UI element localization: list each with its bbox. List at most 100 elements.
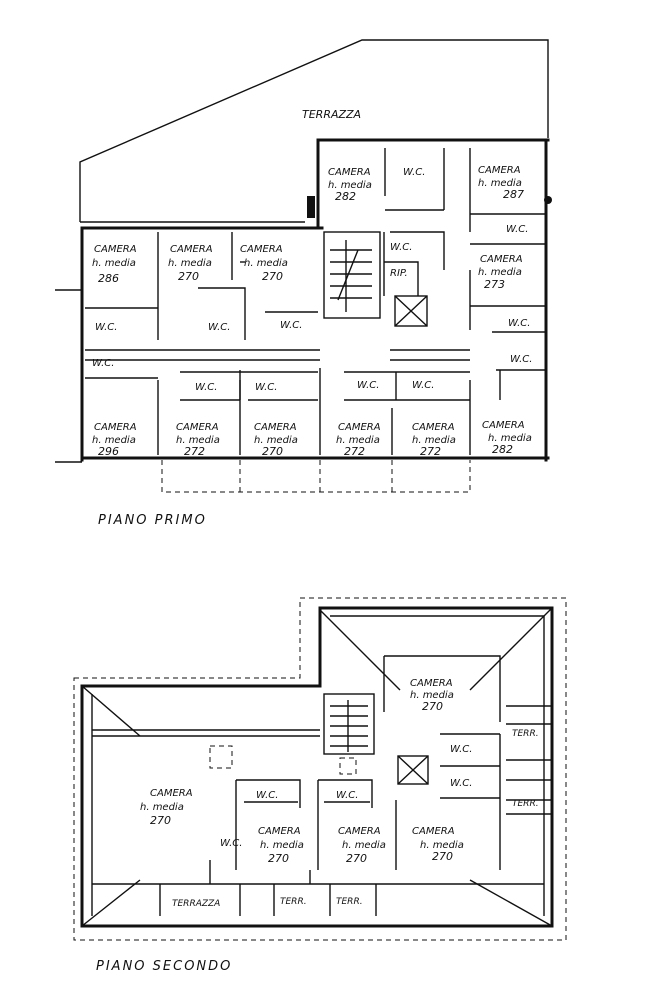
svg-text:270: 270 <box>346 852 367 865</box>
svg-text:CAMERA: CAMERA <box>478 165 521 176</box>
second-floor-plan: CAMERA h. media 270 CAMERA h. media 270 … <box>73 597 567 974</box>
svg-text:CAMERA: CAMERA <box>480 254 523 265</box>
svg-text:270: 270 <box>268 852 289 865</box>
svg-text:h. media: h. media <box>140 802 184 813</box>
svg-text:h. media: h. media <box>342 840 386 851</box>
svg-text:W.C.: W.C. <box>403 167 425 178</box>
svg-text:TERR.: TERR. <box>512 799 539 809</box>
svg-text:CAMERA: CAMERA <box>94 422 137 433</box>
svg-text:h. media: h. media <box>92 435 136 446</box>
svg-text:W.C.: W.C. <box>506 224 528 235</box>
svg-text:W.C.: W.C. <box>280 320 302 331</box>
svg-text:h. media: h. media <box>260 840 304 851</box>
svg-text:W.C.: W.C. <box>510 354 532 365</box>
svg-text:CAMERA: CAMERA <box>240 244 283 255</box>
first-floor-room-272-b: CAMERA h. media 272 <box>336 422 381 458</box>
svg-text:270: 270 <box>178 270 199 283</box>
svg-text:287: 287 <box>503 188 524 201</box>
svg-text:W.C.: W.C. <box>450 744 472 755</box>
svg-text:CAMERA: CAMERA <box>482 420 525 431</box>
svg-text:270: 270 <box>422 700 443 713</box>
first-floor-plan: TERRAZZA <box>55 39 552 528</box>
svg-text:CAMERA: CAMERA <box>410 678 453 689</box>
svg-text:272: 272 <box>420 445 441 458</box>
second-floor-room-270-big: CAMERA h. media 270 <box>140 788 193 827</box>
second-floor-terrace-label: TERRAZZA <box>172 899 220 909</box>
first-floor-room-287: CAMERA h. media 287 <box>478 165 524 201</box>
svg-text:273: 273 <box>484 278 505 291</box>
svg-text:CAMERA: CAMERA <box>150 788 193 799</box>
svg-text:W.C.: W.C. <box>255 382 277 393</box>
svg-text:CAMERA: CAMERA <box>412 422 455 433</box>
svg-text:CAMERA: CAMERA <box>94 244 137 255</box>
svg-text:CAMERA: CAMERA <box>176 422 219 433</box>
svg-text:h. media: h. media <box>478 178 522 189</box>
svg-text:W.C.: W.C. <box>92 358 114 369</box>
first-floor-room-282-bottom: CAMERA h. media 282 <box>482 420 532 456</box>
svg-text:h. media: h. media <box>412 435 456 446</box>
svg-text:270: 270 <box>262 445 283 458</box>
first-floor-room-273: CAMERA h. media 273 <box>478 254 523 291</box>
svg-text:h. media: h. media <box>328 180 372 191</box>
first-floor-room-272-c: CAMERA h. media 272 <box>412 422 456 458</box>
svg-text:270: 270 <box>150 814 171 827</box>
svg-text:W.C.: W.C. <box>336 790 358 801</box>
first-floor-room-270-b: CAMERA h. media 270 <box>240 244 288 283</box>
svg-text:TERR.: TERR. <box>512 729 539 739</box>
svg-text:CAMERA: CAMERA <box>258 826 301 837</box>
svg-text:h. media: h. media <box>420 840 464 851</box>
svg-text:h. media: h. media <box>168 258 212 269</box>
svg-text:h. media: h. media <box>488 433 532 444</box>
svg-text:h. media: h. media <box>336 435 380 446</box>
second-floor-title: PIANO SECONDO <box>96 959 232 974</box>
svg-text:282: 282 <box>335 190 356 203</box>
svg-text:296: 296 <box>98 445 119 458</box>
svg-text:W.C.: W.C. <box>450 778 472 789</box>
svg-text:270: 270 <box>432 850 453 863</box>
second-floor-room-270-mid-a: CAMERA h. media 270 <box>258 826 304 865</box>
svg-text:286: 286 <box>98 272 119 285</box>
second-floor-room-270-right-top: CAMERA h. media 270 <box>410 678 454 713</box>
svg-text:CAMERA: CAMERA <box>254 422 297 433</box>
svg-text:W.C.: W.C. <box>357 380 379 391</box>
first-floor-room-286: CAMERA h. media 286 <box>92 244 137 285</box>
svg-text:W.C.: W.C. <box>412 380 434 391</box>
second-floor-wc-labels: W.C. W.C. W.C. W.C. W.C. <box>220 744 472 849</box>
svg-text:W.C.: W.C. <box>195 382 217 393</box>
svg-text:W.C.: W.C. <box>208 322 230 333</box>
svg-text:TERR.: TERR. <box>336 897 363 907</box>
second-floor-terr-labels: TERR. TERR. TERR. TERR. <box>280 729 539 907</box>
first-floor-room-282-top: CAMERA h. media 282 <box>328 167 372 203</box>
first-floor-wc-labels: W.C. W.C. W.C. W.C. W.C. W.C. W.C. W.C. … <box>92 167 532 393</box>
svg-text:CAMERA: CAMERA <box>328 167 371 178</box>
svg-text:272: 272 <box>184 445 205 458</box>
svg-text:282: 282 <box>492 443 513 456</box>
svg-text:W.C.: W.C. <box>256 790 278 801</box>
terrace-label: TERRAZZA <box>302 108 361 121</box>
svg-text:h. media: h. media <box>244 258 288 269</box>
first-floor-room-270-a: CAMERA h. media 270 <box>168 244 213 283</box>
svg-text:CAMERA: CAMERA <box>170 244 213 255</box>
first-floor-room-272-a: CAMERA h. media 272 <box>176 422 220 458</box>
storage-room-label: RIP. <box>390 268 408 279</box>
first-floor-room-296: CAMERA h. media 296 <box>92 422 137 458</box>
svg-text:CAMERA: CAMERA <box>338 422 381 433</box>
second-floor-room-270-right-bottom: CAMERA h. media 270 <box>412 826 464 863</box>
svg-text:W.C.: W.C. <box>390 242 412 253</box>
first-floor-title: PIANO PRIMO <box>98 513 207 528</box>
svg-text:W.C.: W.C. <box>95 322 117 333</box>
svg-text:W.C.: W.C. <box>220 838 242 849</box>
svg-text:h. media: h. media <box>254 435 298 446</box>
svg-text:W.C.: W.C. <box>508 318 530 329</box>
svg-text:CAMERA: CAMERA <box>412 826 455 837</box>
svg-text:270: 270 <box>262 270 283 283</box>
svg-text:TERR.: TERR. <box>280 897 307 907</box>
svg-text:h. media: h. media <box>92 258 136 269</box>
svg-text:272: 272 <box>344 445 365 458</box>
svg-text:h. media: h. media <box>410 690 454 701</box>
second-floor-room-270-mid-b: CAMERA h. media 270 <box>338 826 386 865</box>
svg-text:CAMERA: CAMERA <box>338 826 381 837</box>
first-floor-room-270-c: CAMERA h. media 270 <box>254 422 298 458</box>
svg-text:h. media: h. media <box>176 435 220 446</box>
